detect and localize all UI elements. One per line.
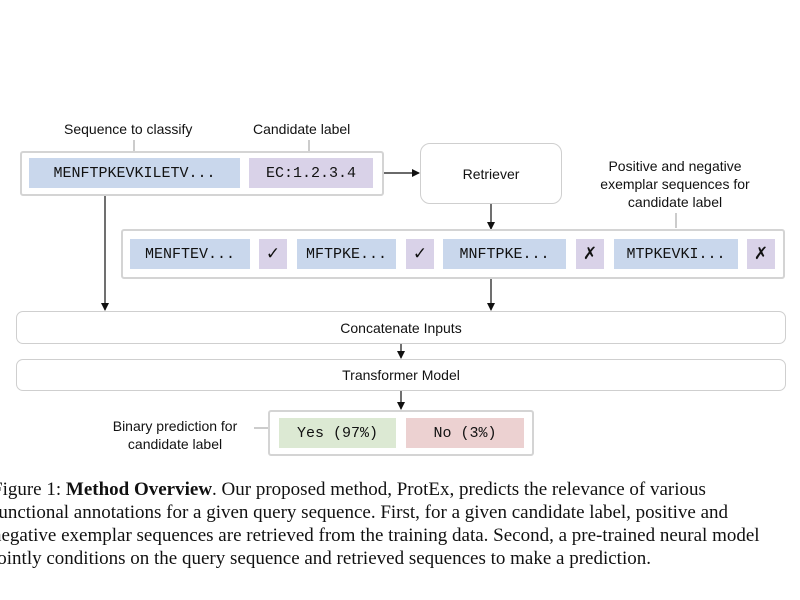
retriever-label: Retriever	[462, 165, 520, 182]
concat-box: Concatenate Inputs	[16, 311, 786, 344]
exemplars-title-line-1: Positive and negative	[608, 158, 742, 174]
caption-line-4: jointly conditions on the query sequence…	[0, 548, 651, 569]
caption-prefix: Figure 1:	[0, 479, 62, 500]
exemplars-title-line-3: candidate label	[627, 194, 723, 210]
no-prediction: No (3%)	[406, 418, 524, 448]
transformer-label: Transformer Model	[342, 367, 460, 383]
prediction-title-line-1: Binary prediction for	[112, 418, 238, 434]
transformer-box: Transformer Model	[16, 359, 786, 391]
cross-icon: ✗	[747, 239, 775, 269]
exemplar-sequence: MNFTPKE...	[443, 239, 566, 269]
prediction-title: Binary prediction for candidate label	[100, 417, 250, 453]
exemplars-title: Positive and negative exemplar sequences…	[580, 157, 770, 211]
caption-bold: Method Overview	[65, 479, 213, 500]
exemplar-sequence: MENFTEV...	[130, 239, 250, 269]
exemplars-title-line-2: exemplar sequences for	[600, 176, 750, 192]
concat-label: Concatenate Inputs	[340, 319, 462, 336]
exemplar-sequence: MTPKEVKI...	[614, 239, 738, 269]
label-title: Candidate label	[253, 121, 351, 137]
yes-prediction: Yes (97%)	[279, 418, 396, 448]
figure-caption: Figure 1: Method Overview. Our proposed …	[0, 478, 800, 570]
caption-line-1-text: . Our proposed method, ProtEx, predicts …	[212, 479, 706, 500]
cross-icon: ✗	[576, 239, 604, 269]
caption-line-2: functional annotations for a given query…	[0, 502, 729, 523]
input-title: Sequence to classify	[64, 121, 193, 137]
caption-line-3: negative exemplar sequences are retrieve…	[0, 525, 760, 546]
caption-line-1: Figure 1: Method Overview. Our proposed …	[0, 478, 800, 501]
check-icon: ✓	[259, 239, 287, 269]
check-icon: ✓	[406, 239, 434, 269]
candidate-label: EC:1.2.3.4	[249, 158, 373, 188]
query-sequence: MENFTPKEVKILETV...	[29, 158, 240, 188]
prediction-title-line-2: candidate label	[127, 436, 223, 452]
retriever-box: Retriever	[420, 143, 562, 204]
exemplar-sequence: MFTPKE...	[297, 239, 396, 269]
